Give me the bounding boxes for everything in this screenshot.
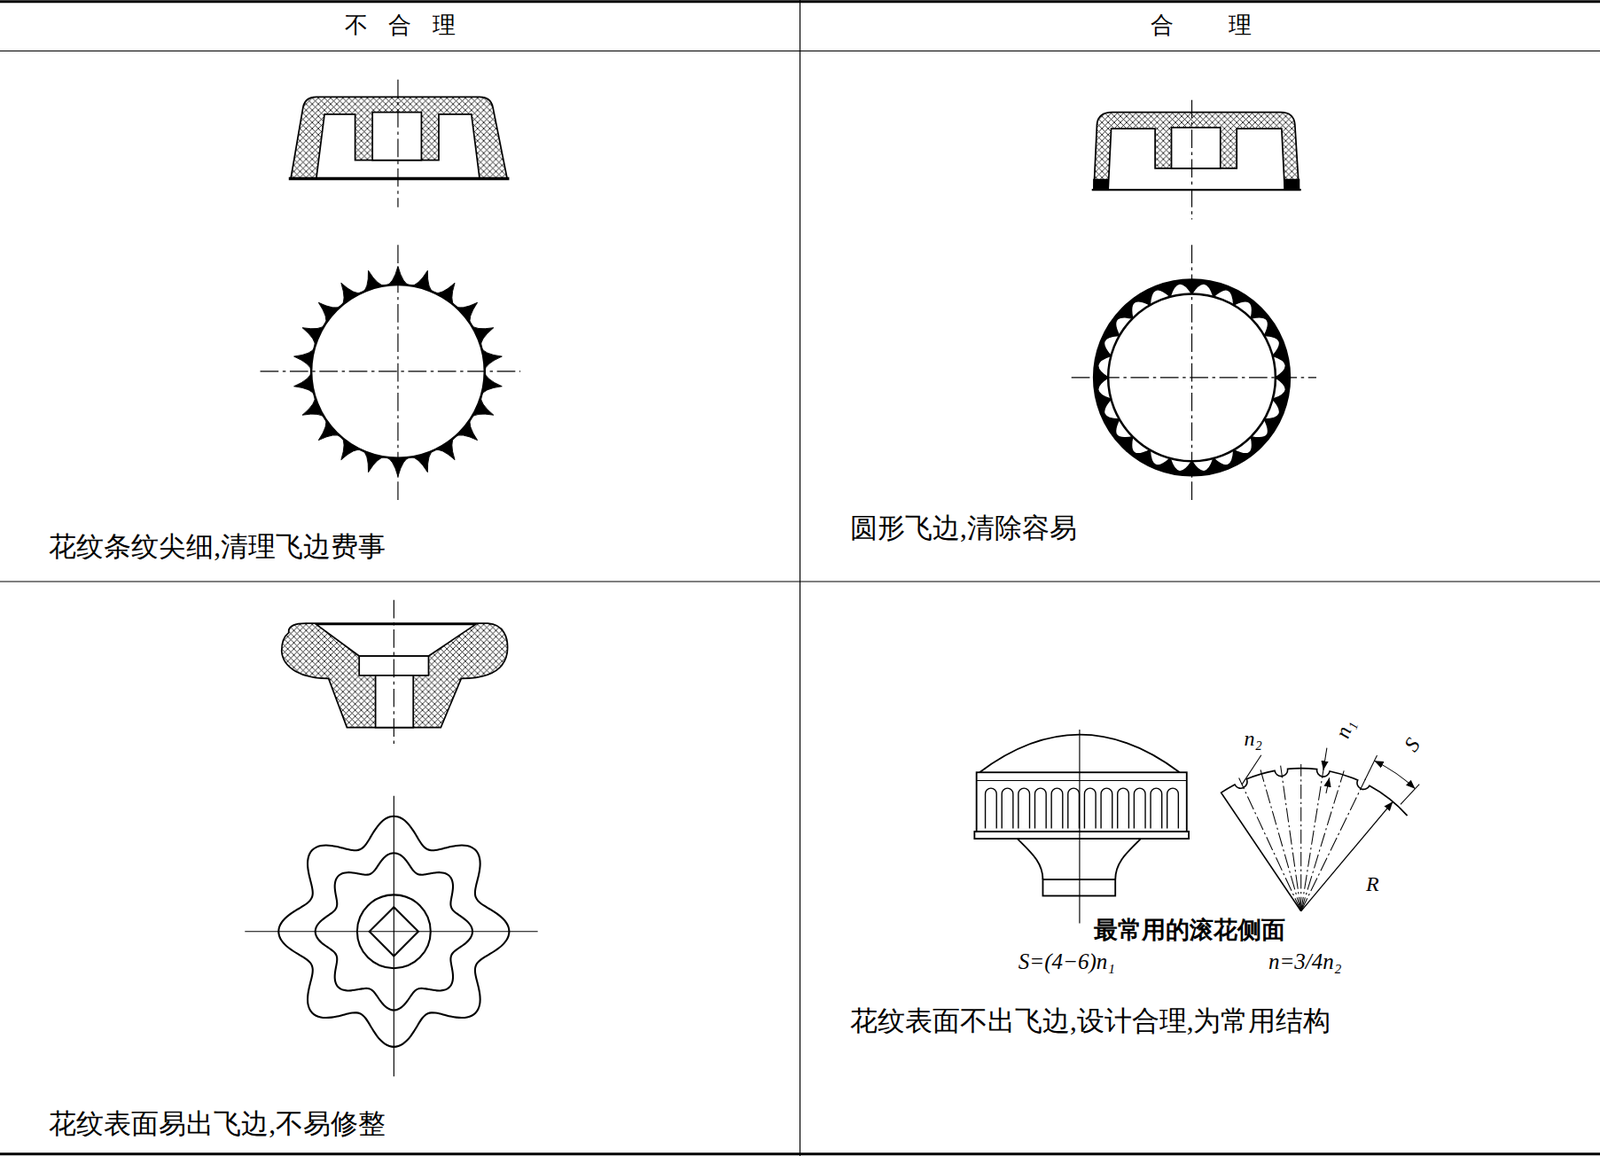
hatched-section [281,623,508,727]
dimension-arrow [1323,748,1327,771]
center-ray [1260,769,1302,911]
center-lines [244,796,538,1078]
outline [288,177,510,180]
center-ray [1280,765,1302,912]
center-line [397,244,399,500]
cap-section [288,96,510,179]
cap-section [1092,112,1302,190]
radius-arrow [1301,801,1394,911]
leader-line [1241,755,1262,785]
extension-line [1400,784,1420,805]
center-line [393,600,395,749]
center-line [1071,376,1317,378]
flute [1117,788,1130,828]
neck [1017,838,1044,880]
center-line [260,370,522,372]
flute [1051,788,1063,828]
knurled-knob [974,734,1189,897]
outline [1092,188,1302,191]
knurl-band [976,772,1187,832]
dish [316,624,477,656]
dimension-label: n₂ [1241,726,1264,750]
band-edge [976,780,1187,781]
table-header: 不合理 [323,12,477,39]
center-line [393,796,395,1078]
center-line [397,79,399,208]
flange [974,831,1189,839]
flute [1018,788,1031,828]
profile-outline [1221,768,1408,912]
bore [1171,127,1221,169]
flute [1084,788,1096,828]
flute [1133,788,1146,828]
dimension-label: S [1398,732,1427,758]
flute [1167,788,1179,828]
flute [1034,788,1046,828]
profile-edge [1400,808,1408,816]
dimension-arrow [1326,777,1330,794]
flute [1100,788,1113,828]
flash-ring [1093,179,1299,191]
center-line [244,930,538,932]
center-lines [1071,244,1317,500]
center-line [1191,100,1193,220]
table-header: 合理 [1094,12,1307,39]
extension-line [1365,755,1378,781]
dimension-label: n=3/4n₂ [1268,950,1343,976]
table-note: 圆形飞边,清除容易 [850,513,1078,544]
table-note: 花纹条纹尖细,清理飞边费事 [48,531,386,562]
center-ray [1301,765,1325,912]
flute [1001,788,1014,828]
table-note: 花纹表面易出飞边,不易修整 [48,1108,386,1140]
bore [372,112,422,161]
hatched-section [1093,112,1299,190]
dimension-label: n₁ [1330,714,1360,743]
dimension-arc [1373,760,1415,789]
center-line [1078,729,1080,924]
knurl-profile [1221,748,1421,912]
dimension-label: R [1365,871,1380,895]
neck [1115,838,1141,880]
center-line [1191,244,1193,500]
handle-section [281,623,508,727]
center-ray [1301,779,1366,912]
dimension-label: 最常用的滚花侧面 [1093,917,1286,945]
center-lines [260,244,522,500]
flute [1068,788,1080,828]
hatched-section [290,96,508,179]
center-ray [1300,764,1302,912]
center-ray [1301,770,1344,911]
table-rule [799,0,801,1156]
table-note: 花纹表面不出飞边,设计合理,为常用结构 [850,1006,1332,1037]
flute [1150,788,1163,828]
flute [985,788,998,828]
dimension-label: S=(4−6)n₁ [1018,950,1116,976]
center-ray [1239,778,1302,912]
